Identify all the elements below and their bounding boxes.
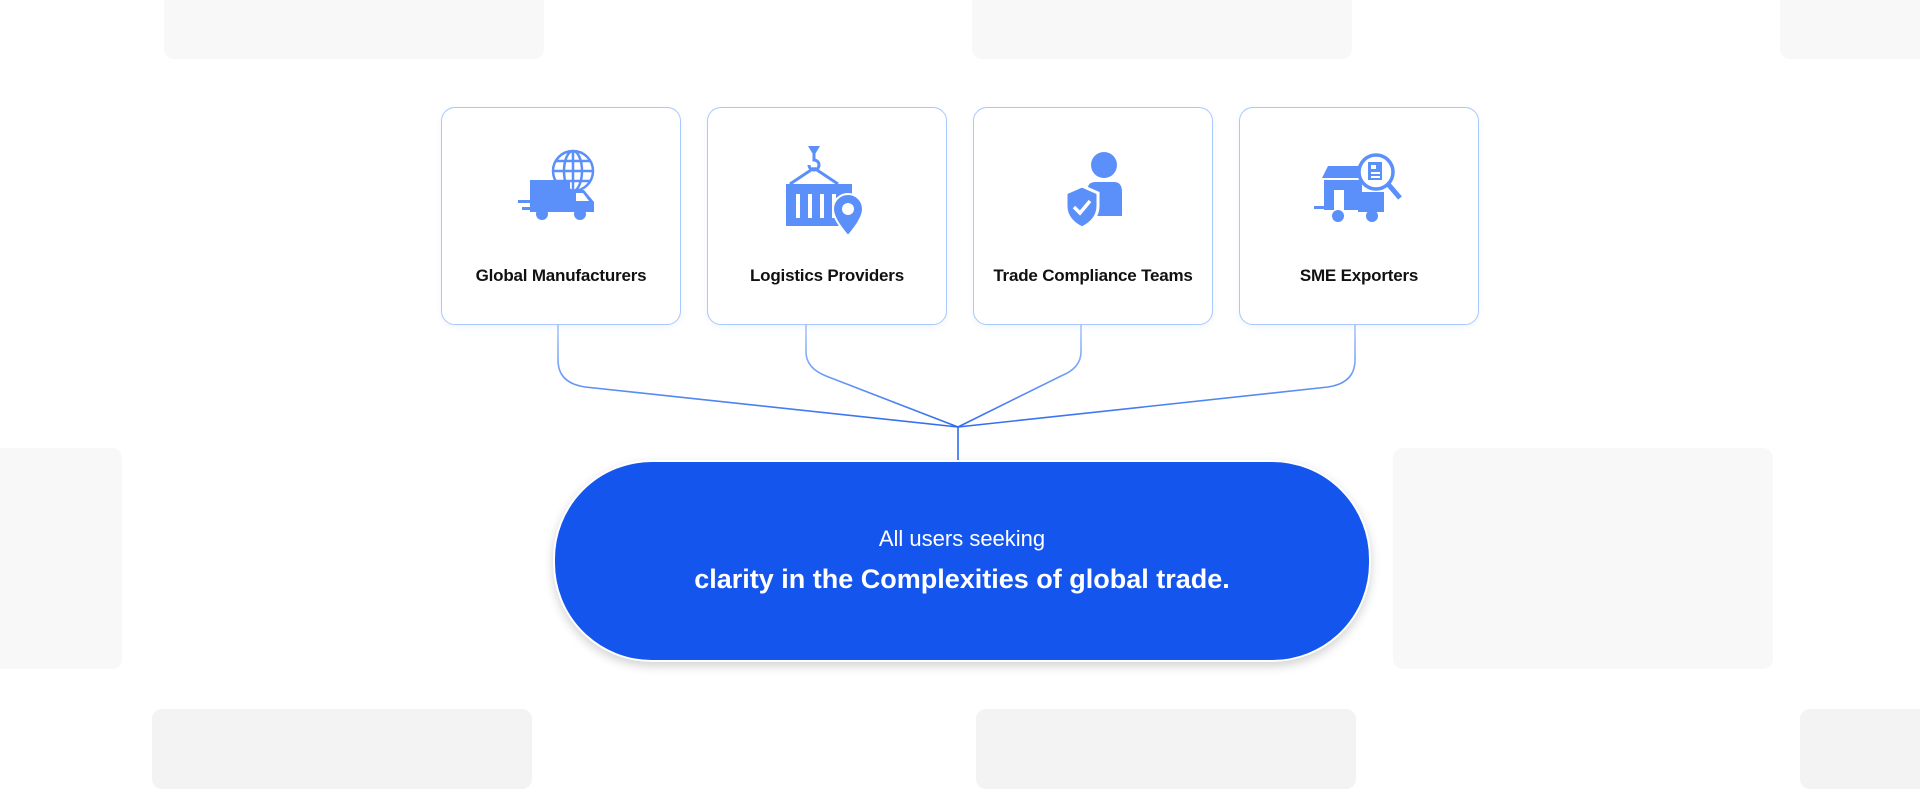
card-label: Global Manufacturers <box>475 266 647 285</box>
connector-2 <box>805 325 959 428</box>
card-label: Trade Compliance Teams <box>993 266 1193 285</box>
card-sme-exporters: SME Exporters <box>1239 107 1479 325</box>
connector-4 <box>957 325 1356 428</box>
connector-3 <box>957 325 1082 428</box>
background-tile <box>0 448 122 669</box>
background-tile <box>1780 0 1920 59</box>
card-trade-compliance-teams: Trade Compliance Teams <box>973 107 1213 325</box>
connector-lines <box>557 325 1356 460</box>
hub-pill: All users seeking clarity in the Complex… <box>553 460 1371 662</box>
hub-title: clarity in the Complexities of global tr… <box>694 564 1230 594</box>
store-truck-search-icon <box>1314 153 1402 222</box>
hub-subtitle: All users seeking <box>878 526 1046 551</box>
background-tile <box>164 0 544 59</box>
card-label: Logistics Providers <box>750 266 904 285</box>
card-logistics-providers: Logistics Providers <box>707 107 947 325</box>
card-label: SME Exporters <box>1299 266 1419 285</box>
card-global-manufacturers: Global Manufacturers <box>441 107 681 325</box>
user-shield-icon <box>1064 152 1122 230</box>
connector-1 <box>557 325 959 428</box>
background-tile <box>1393 448 1773 669</box>
truck-globe-icon <box>518 149 595 220</box>
container-location-icon <box>786 146 865 236</box>
background-tile <box>972 0 1352 59</box>
